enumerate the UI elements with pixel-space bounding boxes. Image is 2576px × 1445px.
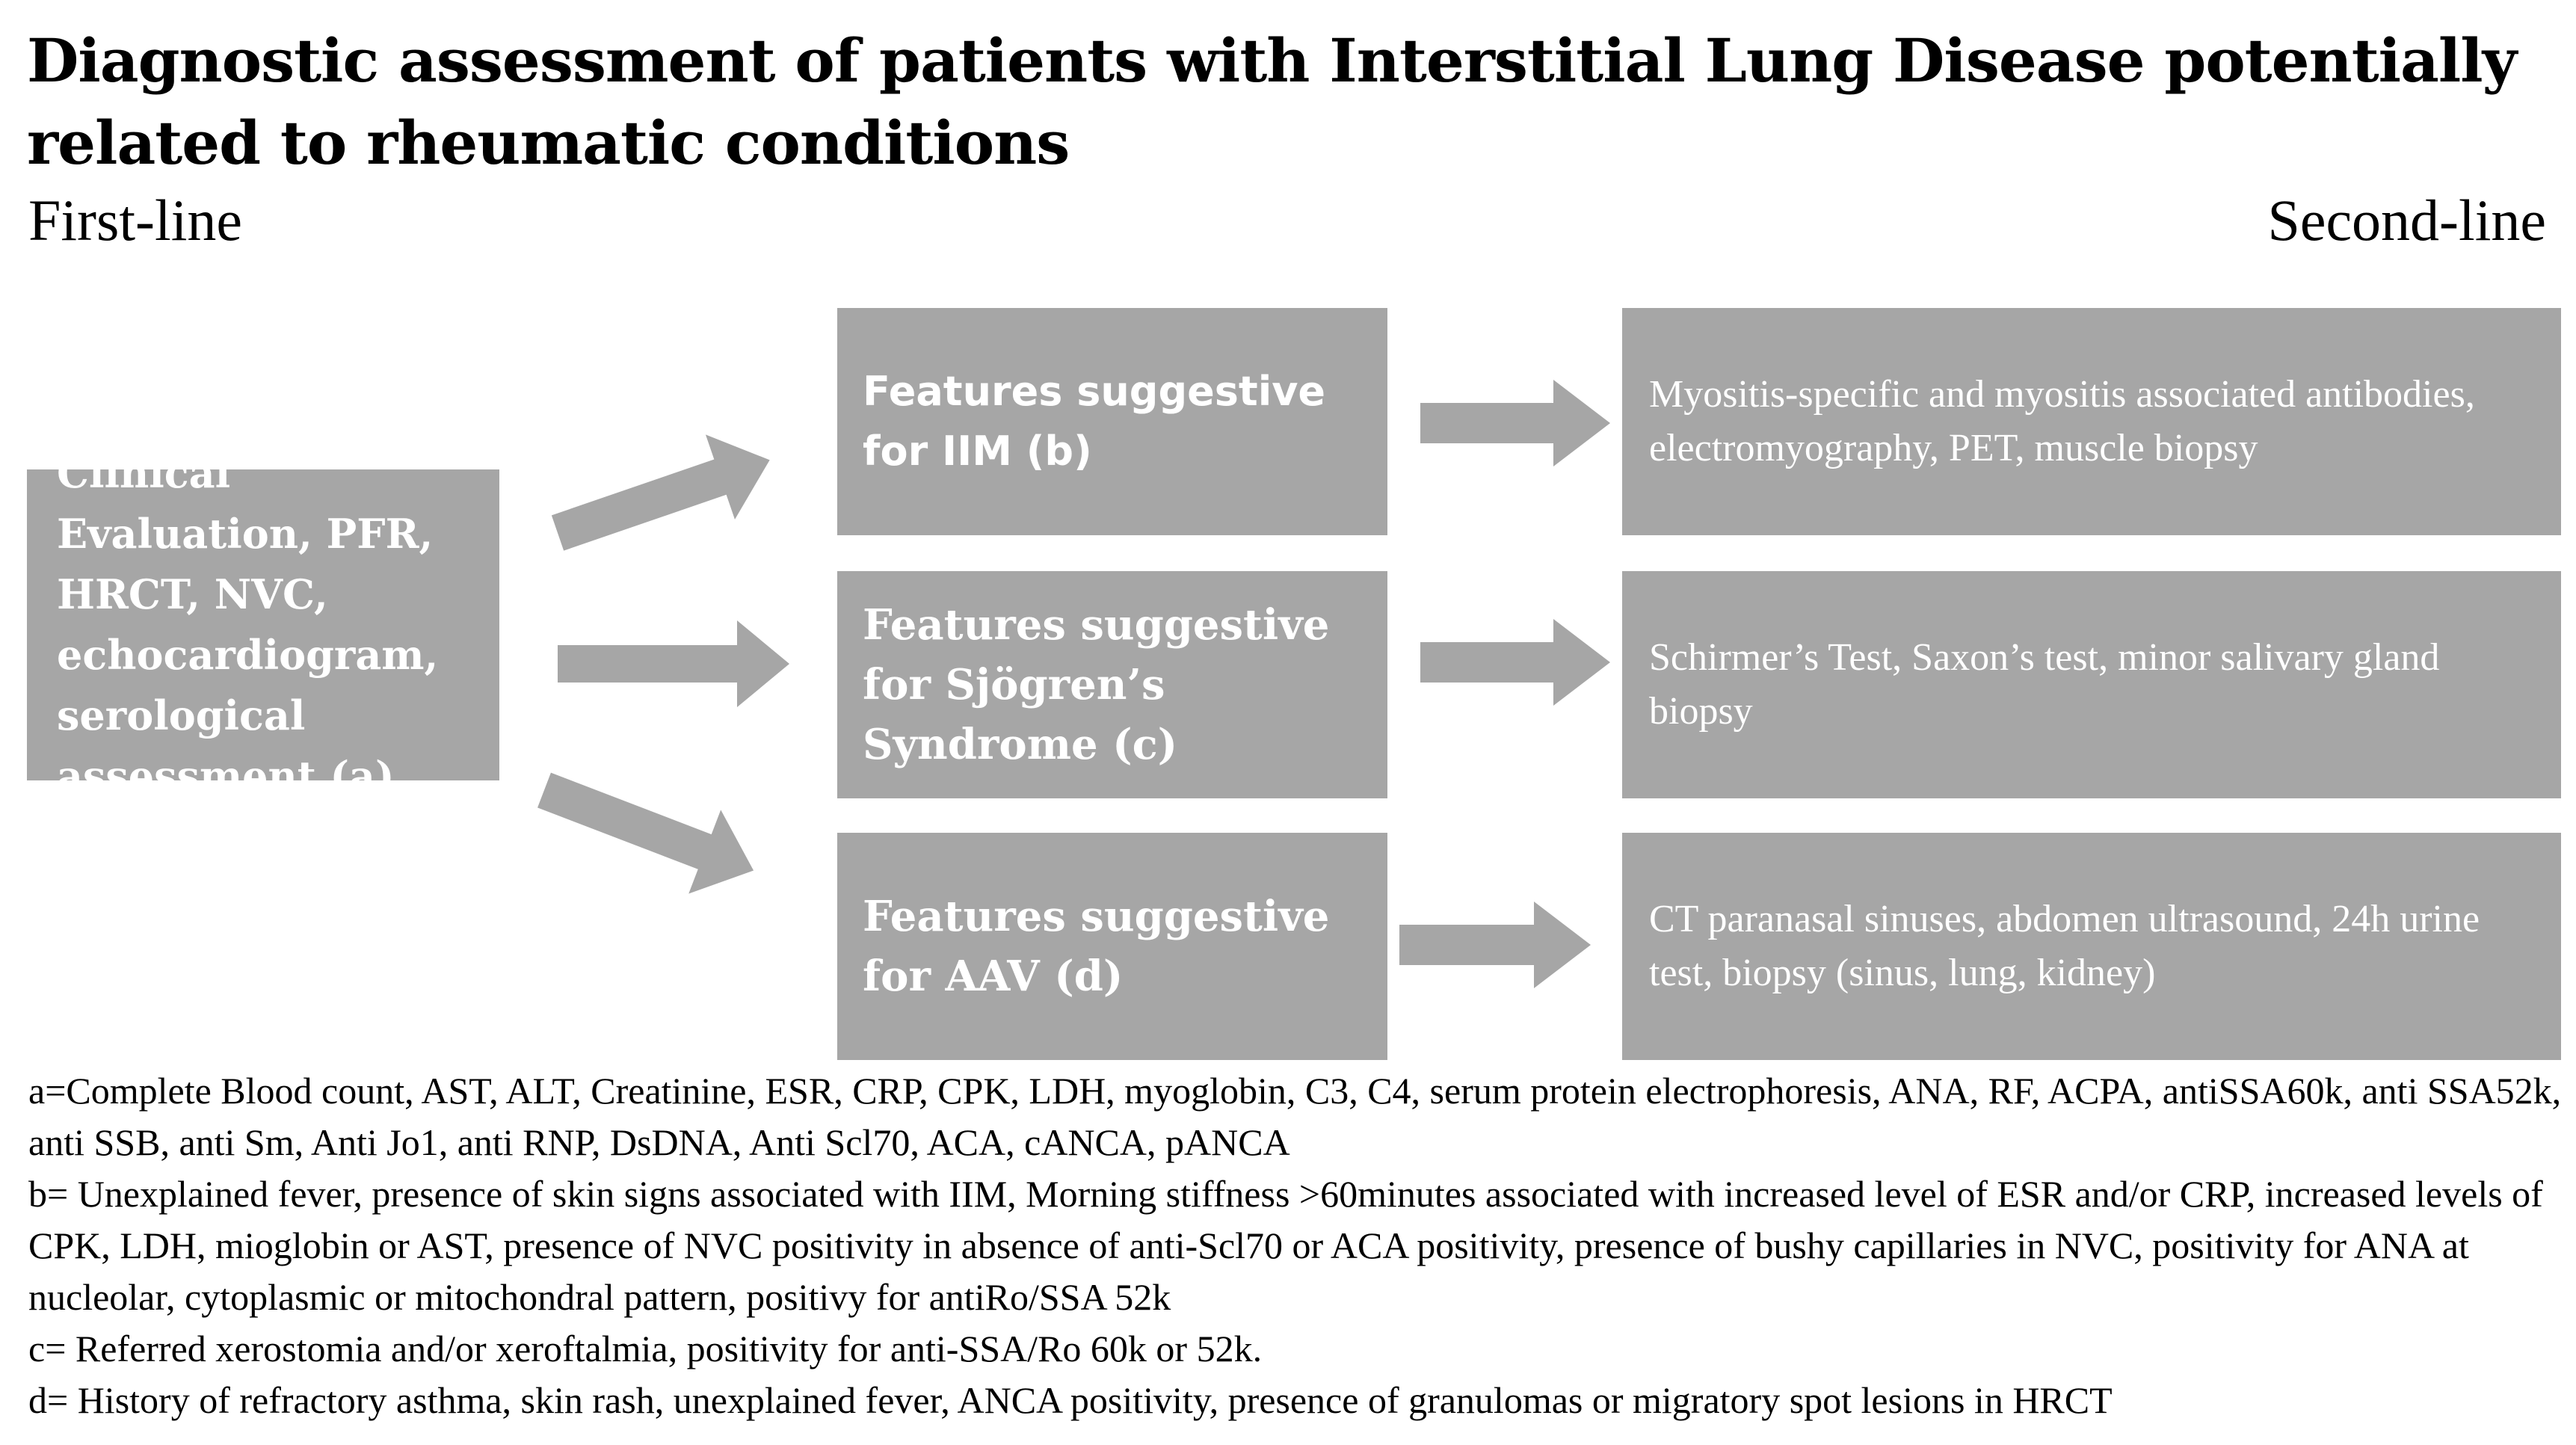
arrow-aav-to-tests bbox=[1399, 902, 1591, 988]
aav-tests-text: CT paranasal sinuses, abdomen ultrasound… bbox=[1649, 898, 2480, 994]
diagram-title: Diagnostic assessment of patients with I… bbox=[27, 25, 2517, 178]
sjogren-tests-box: Schirmer’s Test, Saxon’s test, minor sal… bbox=[1622, 571, 2561, 798]
iim-features-box: Features suggestive for IIM (b) bbox=[837, 308, 1387, 535]
iim-tests-text: Myositis-specific and myositis associate… bbox=[1649, 373, 2475, 469]
sjogren-features-box: Features suggestive for Sjögren’s Syndro… bbox=[837, 571, 1387, 798]
first-line-label: First-line bbox=[28, 188, 242, 253]
sjogren-features-text: Features suggestive for Sjögren’s Syndro… bbox=[863, 600, 1330, 769]
footnote-c: c= Referred xerostomia and/or xeroftalmi… bbox=[28, 1328, 1263, 1369]
arrow-iim-to-tests bbox=[1420, 380, 1610, 466]
iim-features-text: Features suggestive for IIM (b) bbox=[863, 368, 1326, 475]
aav-features-text: Features suggestive for AAV (d) bbox=[863, 892, 1330, 1001]
footnote-b: b= Unexplained fever, presence of skin s… bbox=[28, 1173, 2543, 1318]
arrow-sjogren-to-tests bbox=[1420, 619, 1610, 706]
initial-assessment-text: Clinical Evaluation, PFR, HRCT, NVC, ech… bbox=[57, 449, 439, 800]
second-line-label: Second-line bbox=[2267, 188, 2546, 253]
arrow-to-sjogren bbox=[558, 620, 789, 707]
footnote-d: d= History of refractory asthma, skin ra… bbox=[28, 1379, 2113, 1421]
aav-tests-box: CT paranasal sinuses, abdomen ultrasound… bbox=[1622, 833, 2561, 1060]
footnotes: a=Complete Blood count, AST, ALT, Creati… bbox=[28, 1065, 2563, 1426]
aav-features-box: Features suggestive for AAV (d) bbox=[837, 833, 1387, 1060]
sjogren-tests-text: Schirmer’s Test, Saxon’s test, minor sal… bbox=[1649, 636, 2440, 733]
footnote-a: a=Complete Blood count, AST, ALT, Creati… bbox=[28, 1070, 2562, 1163]
iim-tests-box: Myositis-specific and myositis associate… bbox=[1622, 308, 2561, 535]
arrow-to-aav bbox=[537, 772, 754, 894]
arrow-to-iim bbox=[551, 434, 770, 551]
initial-assessment-box: Clinical Evaluation, PFR, HRCT, NVC, ech… bbox=[27, 449, 499, 800]
